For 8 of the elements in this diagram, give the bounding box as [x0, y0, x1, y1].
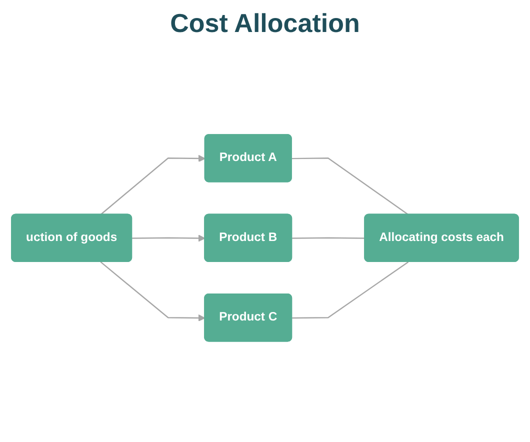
flowchart: uction of goods Product A Product B Product C Allocating costs each — [5, 128, 525, 348]
arrow — [100, 262, 206, 322]
connector — [292, 237, 365, 239]
arrow — [132, 234, 206, 242]
arrow — [100, 155, 206, 216]
connector — [292, 158, 409, 216]
connector — [292, 262, 409, 319]
diagram-title: Cost Allocation — [169, 8, 361, 39]
